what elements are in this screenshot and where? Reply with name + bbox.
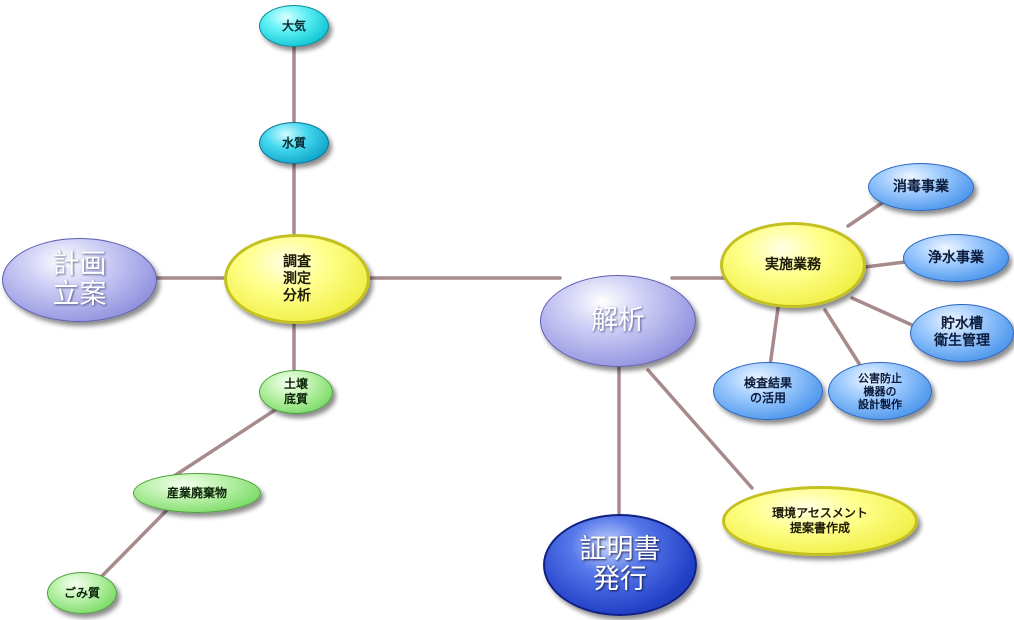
node-sangyou[interactable]: 産業廃棄物 bbox=[133, 473, 261, 513]
node-taiki-label: 大気 bbox=[281, 18, 306, 33]
link-jisshi-jousui bbox=[863, 260, 907, 269]
link-kaiseki-assessment bbox=[646, 368, 754, 490]
node-gomi[interactable]: ごみ質 bbox=[47, 572, 117, 614]
node-sangyou-label: 産業廃棄物 bbox=[166, 485, 227, 500]
node-keikaku-label: 計画 立案 bbox=[52, 249, 107, 310]
node-suishitsu[interactable]: 水質 bbox=[259, 122, 329, 164]
node-shoumeisho-label: 証明書 発行 bbox=[579, 534, 661, 595]
node-shoudoku[interactable]: 消毒事業 bbox=[868, 163, 974, 211]
node-kensa[interactable]: 検査結果 の活用 bbox=[713, 362, 823, 420]
node-jisshi-label: 実施業務 bbox=[765, 256, 821, 273]
node-chousa-label: 調査 測定 分析 bbox=[283, 253, 311, 304]
node-jousui-label: 浄水事業 bbox=[928, 249, 984, 266]
node-dojou[interactable]: 土壌 底質 bbox=[259, 370, 333, 414]
link-dojou-sangyou bbox=[166, 406, 280, 482]
link-sangyou-gomi bbox=[98, 507, 170, 580]
node-jisshi[interactable]: 実施業務 bbox=[720, 222, 866, 308]
node-shoumeisho[interactable]: 証明書 発行 bbox=[543, 514, 697, 616]
node-jousui[interactable]: 浄水事業 bbox=[903, 234, 1009, 282]
node-dojou-label: 土壌 底質 bbox=[283, 377, 308, 406]
link-jisshi-shoudoku bbox=[846, 201, 884, 228]
node-chosuisou-label: 貯水槽 衛生管理 bbox=[934, 316, 990, 349]
node-kaiseki-label: 解析 bbox=[591, 305, 645, 336]
link-jisshi-kougai bbox=[823, 308, 862, 367]
node-taiki[interactable]: 大気 bbox=[259, 5, 329, 47]
node-keikaku[interactable]: 計画 立案 bbox=[2, 238, 157, 322]
link-jisshi-chosuisou bbox=[850, 296, 914, 327]
node-gomi-label: ごみ質 bbox=[63, 585, 100, 600]
node-suishitsu-label: 水質 bbox=[281, 135, 306, 150]
node-chousa[interactable]: 調査 測定 分析 bbox=[224, 234, 370, 324]
node-assessment-label: 環境アセスメント 提案書作成 bbox=[772, 506, 868, 535]
node-kaiseki[interactable]: 解析 bbox=[540, 275, 696, 367]
node-chosuisou[interactable]: 貯水槽 衛生管理 bbox=[910, 304, 1014, 362]
link-jisshi-kensa bbox=[768, 306, 780, 368]
node-kougai-label: 公害防止 機器の 設計製作 bbox=[858, 371, 902, 411]
node-kensa-label: 検査結果 の活用 bbox=[743, 376, 792, 405]
node-kougai[interactable]: 公害防止 機器の 設計製作 bbox=[828, 362, 932, 420]
node-assessment[interactable]: 環境アセスメント 提案書作成 bbox=[722, 486, 918, 556]
node-shoudoku-label: 消毒事業 bbox=[893, 178, 949, 195]
